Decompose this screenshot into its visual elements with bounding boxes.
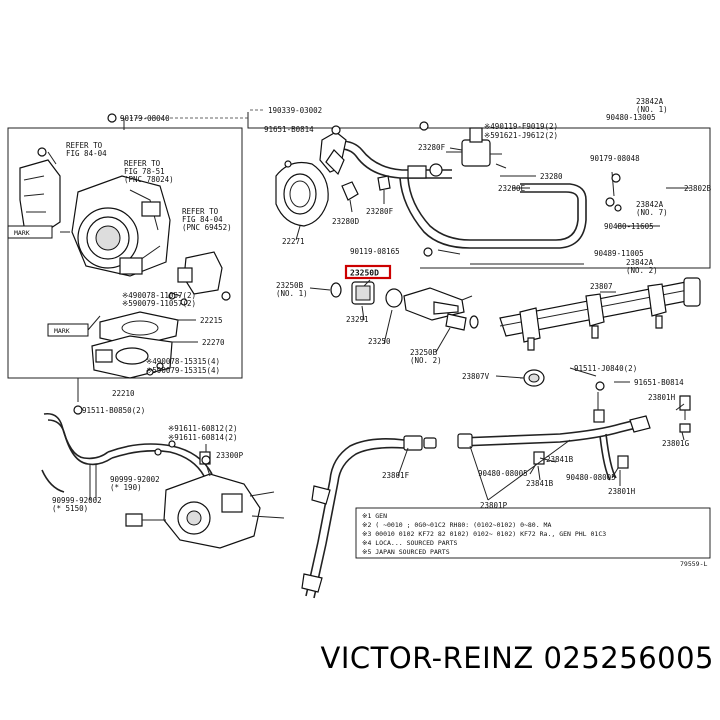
part-label-p23280e: 23280E [498,184,526,193]
leaders-right [309,147,690,501]
legend-line: ※1 GEN [362,512,387,520]
part-label-p23801g: 23801G [662,439,690,448]
part-label-p23807: 23807 [590,282,613,291]
part-label-p90999-92002b: 90999-92002(* 5150) [52,496,102,513]
part-label-p90480-08005-b: 90480-08005 [566,473,616,482]
reference-bubbles [37,113,621,465]
part-label-p90480-08005-a: 90480-08005 [478,469,528,478]
part-label-p23802b: 23802B [684,184,712,193]
part-label-p23280d: 23280D [332,217,360,226]
injector-assembly [330,281,479,331]
part-label-p23250b: 23250B(NO. 1) [276,281,308,298]
legend-line: ※3 00010 0102 KF72 82 0102) 0102~ 0102) … [362,530,606,538]
part-label-p90489-11005: 90489-11005 [594,249,644,258]
part-label-p90999-92002a: 90999-92002(* 190) [110,475,160,492]
part-label-p23801f: 23801F [382,471,410,480]
part-label-p23280: 23280 [540,172,563,181]
part-label-p23842a-1: 23842A(NO. 1) [636,97,668,114]
highlighted-part-number: 23250D [350,269,379,278]
legend-line: ※4 LOCA... SOURCED PARTS [362,539,458,547]
part-label-p23801h-a: 23801H [648,393,676,402]
part-label-p490078-11057: ※490078-11057(2) [122,291,196,300]
highlighted-part-box: 23250D [344,264,392,280]
part-label-p22271: 22271 [282,237,305,246]
part-label-p490119-f9019: ※490119-F9019(2) [484,122,558,131]
part-label-p190339-03002: 190339-03002 [268,106,322,115]
part-label-p91511-b0850: 91511-B0850(2) [82,406,145,415]
part-label-p22210: 22210 [112,389,135,398]
part-label-p90119-08165: 90119-08165 [350,247,400,256]
part-label-p590079-15315: ※590079-15315(4) [146,366,220,375]
mark-tag-1: MARK [7,225,53,239]
label-layer: 90179-08040190339-0300291651-B0814REFER … [52,97,712,513]
legend-box: ※1 GEN※2 ( ~0010 ; 0G0~01C2 RH80: (0102~… [355,507,711,559]
vsv-valve [407,127,502,179]
legend-line: ※2 ( ~0010 ; 0G0~01C2 RH80: (0102~0102) … [362,521,551,529]
fuel-lines-lower [301,392,691,599]
mark-label-1: MARK [14,229,30,237]
part-label-p23300p: 23300P [216,451,244,460]
figure-id: 79559-L [680,560,707,568]
mark-tag-2: MARK [47,323,89,337]
brand-caption: VICTOR-REINZ 025256005 [321,641,714,675]
part-label-p91651-b0814-a: 91651-B0814 [264,125,314,134]
part-label-p23250: 23250 [368,337,391,346]
part-label-p23841b-b: 23841B [526,479,554,488]
leaders-left [47,118,198,402]
part-label-p90179-08040: 90179-08040 [120,114,170,123]
pulsation-damper-gasket [275,160,329,241]
part-label-p23842a-3: 23842A(NO. 2) [626,258,658,275]
legend-line: ※5 JAPAN SOURCED PARTS [362,548,450,556]
part-label-p23801h-b: 23801H [608,487,636,496]
part-label-p23280f-b: 23280F [418,143,446,152]
part-label-p90480-13005: 90480-13005 [606,113,656,122]
part-label-p23841b-a: 23841B [546,455,574,464]
fuel-pump-illustration [125,440,285,549]
part-label-p23291: 23291 [346,315,369,324]
part-label-p22215: 22215 [200,316,223,325]
part-label-p23807v: 23807V [462,372,490,381]
part-label-p23250b-2: 23250B(NO. 2) [410,348,442,365]
part-label-p90480-11605: 90480-11605 [604,222,654,231]
fuel-rail-group-frame [247,112,711,269]
part-label-p22270: 22270 [202,338,225,347]
fuel-delivery-rail [499,197,701,351]
throttle-body-illustration [19,159,231,379]
part-label-p23842a-2: 23842A(NO. 7) [636,200,668,217]
vacuum-pipe-upper [319,131,587,249]
part-label-p90179-08048: 90179-08048 [590,154,640,163]
part-label-p91511-j0840: 91511-J0840(2) [574,364,637,373]
part-label-p91651-b0814-b: 91651-B0814 [634,378,684,387]
part-label-p490078-15315: ※490078-15315(4) [146,357,220,366]
part-label-p23280f-a: 23280F [366,207,394,216]
part-label-p590079-11057: ※590079-11057(2) [122,299,196,308]
part-label-p91611-60814: ※91611-60814(2) [168,433,238,442]
part-label-p91611-60812: ※91611-60812(2) [168,424,238,433]
throttle-group-frame [7,127,243,379]
mark-label-2: MARK [54,327,70,335]
fitting-bolts [341,175,391,213]
part-label-p591621-j9612: ※591621-J9612(2) [484,131,558,140]
part-label-p23801p: 23801P [480,501,508,510]
